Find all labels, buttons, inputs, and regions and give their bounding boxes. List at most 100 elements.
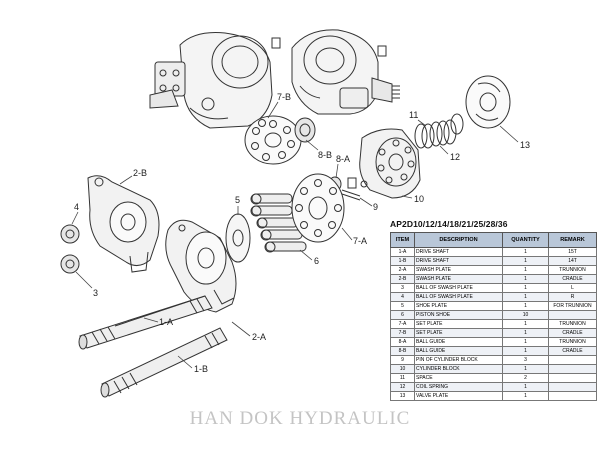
cell-remark (548, 391, 597, 401)
cell-item: 6 (390, 310, 415, 320)
drive-shaft-15t (78, 295, 213, 350)
cell-remark: 15T (548, 247, 597, 257)
cell-quantity: 1 (502, 265, 549, 275)
callout-1a: 1-A (159, 317, 173, 327)
header-description: DESCRIPTION (414, 232, 503, 248)
cell-item: 1-B (390, 256, 415, 266)
callout-7b: 7-B (277, 92, 291, 102)
cell-quantity: 1 (502, 292, 549, 302)
callout-6: 6 (314, 256, 319, 266)
cell-description: DRIVE SHAFT (414, 247, 503, 257)
callout-4: 4 (74, 202, 79, 212)
shoe-plate (225, 213, 251, 263)
callout-12: 12 (450, 152, 460, 162)
cell-item: 3 (390, 283, 415, 293)
cell-description: BALL OF SWASH PLATE (414, 292, 503, 302)
cell-remark: CRADLE (548, 346, 597, 356)
cell-description: SET PLATE (414, 328, 503, 338)
cell-item: 5 (390, 301, 415, 311)
cell-item: 9 (390, 355, 415, 365)
brand-watermark: HAN DOK HYDRAULIC (189, 408, 411, 429)
cell-description: COIL SPRING (414, 382, 503, 392)
ball-of-swash-plate-l (60, 254, 80, 274)
header-item: ITEM (390, 232, 415, 248)
cell-quantity: 1 (502, 319, 549, 329)
cylinder-block (359, 128, 421, 199)
callout-9: 9 (373, 202, 378, 212)
set-plate-cradle (244, 115, 302, 165)
callout-8a: 8-A (336, 154, 350, 164)
cell-item: 7-B (390, 328, 415, 338)
cell-remark: CRADLE (548, 328, 597, 338)
cell-quantity: 1 (502, 328, 549, 338)
piston-shoes (250, 193, 307, 253)
cell-item: 2-B (390, 274, 415, 284)
cell-quantity: 1 (502, 364, 549, 374)
cell-item: 11 (390, 373, 415, 383)
cell-remark: FOR TRUNNION (548, 301, 597, 311)
cell-description: VALVE PLATE (414, 391, 503, 401)
cell-item: 12 (390, 382, 415, 392)
cell-item: 1-A (390, 247, 415, 257)
cell-remark (548, 373, 597, 383)
cell-quantity: 1 (502, 283, 549, 293)
cell-remark: R (548, 292, 597, 302)
parts-table-header: ITEM DESCRIPTION QUANTITY REMARK (390, 232, 597, 248)
cell-remark: TRUNNION (548, 319, 597, 329)
callout-2a: 2-A (252, 332, 266, 342)
cell-remark (548, 310, 597, 320)
swash-plate-cradle (87, 175, 160, 273)
cell-quantity: 1 (502, 301, 549, 311)
cell-item: 10 (390, 364, 415, 374)
cell-remark: TRUNNION (548, 337, 597, 347)
cell-description: PISTON SHOE (414, 310, 503, 320)
cell-description: BALL GUIDE (414, 346, 503, 356)
cell-description: SWASH PLATE (414, 274, 503, 284)
cell-quantity: 3 (502, 355, 549, 365)
cell-remark (548, 355, 597, 365)
cell-description: BALL OF SWASH PLATE (414, 283, 503, 293)
cell-description: SWASH PLATE (414, 265, 503, 275)
spacers-and-spring (414, 113, 464, 149)
callout-1b: 1-B (194, 364, 208, 374)
cell-item: 7-A (390, 319, 415, 329)
cell-description: PIN OF CYLINDER BLOCK (414, 355, 503, 365)
callout-labels: 7-B 8-B 8-A 11 12 13 10 9 7-A 5 6 2-B 4 … (74, 92, 530, 374)
cell-quantity: 2 (502, 373, 549, 383)
cell-description: CYLINDER BLOCK (414, 364, 503, 374)
cell-quantity: 1 (502, 247, 549, 257)
callout-3: 3 (93, 288, 98, 298)
cell-remark (548, 364, 597, 374)
ball-guide-cradle (294, 117, 316, 143)
cell-description: BALL GUIDE (414, 337, 503, 347)
cell-remark: L (548, 283, 597, 293)
cell-quantity: 1 (502, 337, 549, 347)
cell-item: 8-A (390, 337, 415, 347)
callout-13: 13 (520, 140, 530, 150)
cell-item: 4 (390, 292, 415, 302)
drive-shaft-14t (100, 327, 228, 398)
cell-description: SET PLATE (414, 319, 503, 329)
cell-item: 13 (390, 391, 415, 401)
cell-remark: TRUNNION (548, 265, 597, 275)
callout-7a: 7-A (353, 236, 367, 246)
model-title: AP2D10/12/14/18/21/25/28/36 (390, 219, 508, 229)
